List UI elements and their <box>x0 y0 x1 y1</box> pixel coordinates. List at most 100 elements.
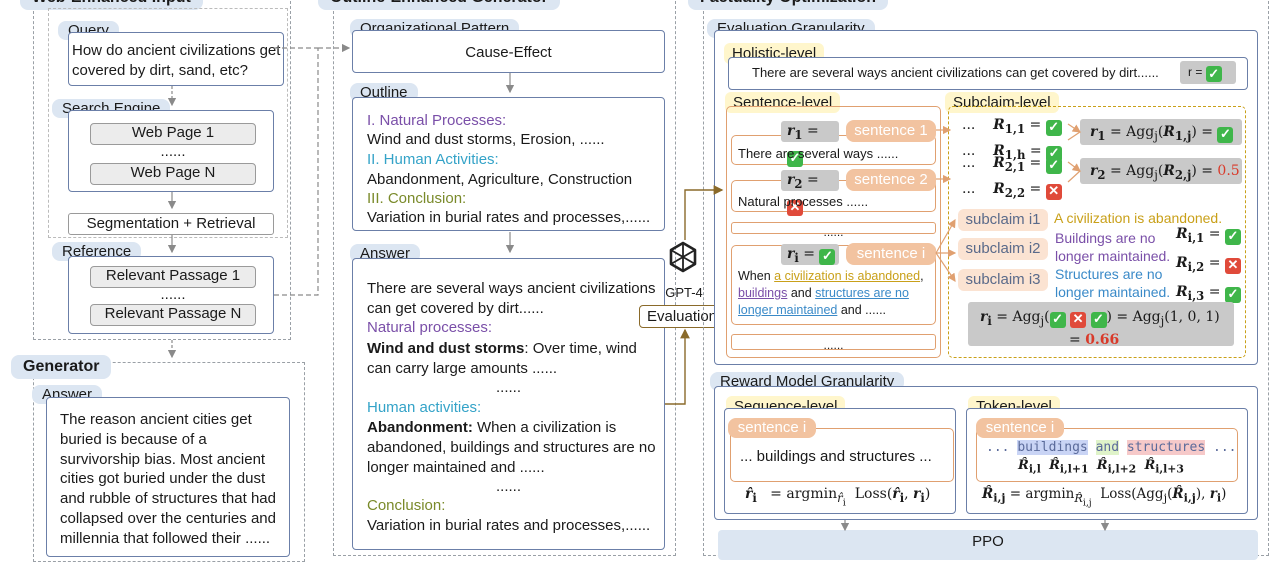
sentence-i-part-e: and <box>787 286 816 300</box>
outline-answer-conclusion-text: Variation in burial rates and processes,… <box>367 517 651 534</box>
sentence-1-text: There are several ways ...... <box>738 146 899 161</box>
outline-answer-ellipsis: ...... <box>495 379 521 396</box>
subclaim-i3: subclaim i3 <box>958 269 1048 291</box>
token-3: structures <box>1126 440 1206 455</box>
subclaim-i2: subclaim i2 <box>958 238 1048 260</box>
sentence-i-claim-1: a civilization is abandoned <box>774 269 921 283</box>
sentence-ellipsis-box-2 <box>731 334 936 350</box>
web-input-title: Web-Enhanced Input <box>20 0 203 10</box>
check-icon: ✓ <box>787 150 803 167</box>
cross-icon: ✕ <box>1045 183 1062 200</box>
token-1: buildings <box>1017 440 1088 455</box>
web-page-n: Web Page N <box>90 163 256 185</box>
outline-answer-human-bold: Abandonment: <box>367 419 473 436</box>
passages-ellipsis: ...... <box>160 286 186 303</box>
agg-r2: r2 = Aggj(R2,j) = 0.5 <box>1080 158 1242 184</box>
agg-r2-value: 0.5 <box>1217 163 1240 179</box>
sentence-i-part-c: , <box>920 269 924 283</box>
token-2: and <box>1095 440 1120 455</box>
sentence-level-box <box>726 106 941 358</box>
check-icon: ✓ <box>1046 145 1063 162</box>
subclaim-i1: subclaim i1 <box>958 209 1048 231</box>
relevant-passage-n: Relevant Passage N <box>90 304 256 326</box>
org-pattern-box <box>352 30 665 73</box>
subclaim-i-rewards: Ri,1 = ✓ Ri,2 = ✕ Ri,3 = ✓ <box>1176 222 1241 308</box>
subclaim-i1-text: A civilization is abandoned. <box>1054 210 1223 226</box>
org-pattern-value: Cause-Effect <box>465 44 552 61</box>
sentence-2-label: sentence 2 <box>846 169 936 191</box>
token-sentence-box <box>976 428 1238 482</box>
outline-answer-natural-bold: Wind and dust storms <box>367 340 525 357</box>
subclaim-row-2: ... R2,1 = ✓ ... R2,2 = ✕ <box>962 152 1072 204</box>
subclaim-i2-text: Buildings are no longer maintained. <box>1055 230 1171 264</box>
outline-answer-ellipsis-2: ...... <box>495 478 521 495</box>
cross-icon: ✕ <box>1224 257 1241 274</box>
agg-ri: ri = Aggj(✓ ✕ ✓) = Aggj(1, 0, 1) = 0.66 <box>968 302 1234 348</box>
sequence-text: ... buildings and structures ... <box>740 448 932 465</box>
query-text: How do ancient civilizations get covered… <box>72 42 281 79</box>
sentence-i-text: When a civilization is abandoned, buildi… <box>738 268 934 319</box>
check-icon: ✓ <box>1045 158 1062 174</box>
outline-item-1-text: Wind and dust storms, Erosion, ...... <box>367 131 605 148</box>
outline-answer-box <box>352 258 665 550</box>
relevant-passage-1: Relevant Passage 1 <box>90 266 256 288</box>
gpt4-label: GPT-4 <box>665 285 703 300</box>
sentence-i-part-g: and ...... <box>837 303 887 317</box>
outline-answer-human-text: Abandonment: When a civilization is aban… <box>367 418 657 478</box>
outline-answer-natural-text: Wind and dust storms: Over time, wind ca… <box>367 339 657 379</box>
agg-ri-mid: = Agg <box>1116 309 1161 325</box>
r1-badge: r1 = ✓ <box>781 121 839 167</box>
sentence-i-label: sentence i <box>846 243 936 265</box>
query-box <box>68 32 284 86</box>
sequence-formula: r̂i = argminr̂i Loss(r̂i, ri) <box>745 486 931 509</box>
web-input-panel <box>33 0 291 340</box>
holistic-box <box>728 57 1248 90</box>
factuality-title: Factuality Optimization <box>688 0 889 10</box>
check-icon: ✓ <box>1045 120 1062 136</box>
outline-item-2-heading: II. Human Activities: <box>367 151 499 168</box>
gpt4-logo-icon <box>669 241 697 273</box>
sequence-sentence-box <box>730 428 954 482</box>
web-pages-ellipsis: ...... <box>160 143 186 160</box>
sentence-i-claim-3: structures are no longer maintained <box>738 286 909 317</box>
subclaim-i3-text: Structures are no longer maintained. <box>1055 266 1171 300</box>
outline-item-1-heading: I. Natural Processes: <box>367 112 507 129</box>
segmentation-retrieval-box: Segmentation + Retrieval <box>68 213 274 235</box>
generator-answer-text: The reason ancient cities get buried is … <box>60 411 276 547</box>
check-icon: ✓ <box>819 249 836 265</box>
check-icon: ✓ <box>1049 312 1066 328</box>
sentence-2-text: Natural processes ...... <box>738 194 869 209</box>
agg-r1: r1 = Aggj(R1,j) = ✓ <box>1080 119 1242 145</box>
outline-item-3-heading: III. Conclusion: <box>367 190 467 207</box>
check-icon: ✓ <box>1224 229 1241 245</box>
outline-box <box>352 97 665 231</box>
token-text: ... buildings and structures ... <box>986 440 1237 455</box>
sentence-ellipsis: ...... <box>823 225 844 239</box>
sequence-sentence-label: sentence i <box>728 418 816 438</box>
outline-answer-human-rest: When a civilization is abandoned, buildi… <box>367 419 656 476</box>
sentence-i-claim-2: buildings <box>738 286 788 300</box>
outline-answer-intro: There are several ways ancient civilizat… <box>367 280 656 317</box>
outline-generator-title: Outline-Enhanced Generator <box>318 0 560 10</box>
outline-item-2-text: Abandonment, Agriculture, Construction <box>367 171 633 188</box>
connector-arrows <box>167 0 1110 532</box>
sentence-1-label: sentence 1 <box>846 120 936 142</box>
outline-answer-natural-rest: : Over time, wind can carry large amount… <box>367 340 637 377</box>
generator-title: Generator <box>11 355 112 379</box>
cross-icon: ✕ <box>787 199 803 216</box>
generator-answer-box <box>46 397 290 557</box>
outline-answer-natural-heading: Natural processes: <box>367 319 493 336</box>
agg-ri-value: 0.66 <box>1085 331 1120 348</box>
holistic-reward: r = ✓ <box>1180 61 1236 84</box>
outline-answer-human-heading: Human activities: <box>367 399 482 416</box>
r2-badge: r2 = ✕ <box>781 170 839 216</box>
cross-icon: ✕ <box>1070 312 1087 328</box>
subclaim-row-1: ... R1,1 = ✓ ... R1,h = ✓ <box>962 114 1072 166</box>
web-page-1: Web Page 1 <box>90 123 256 145</box>
check-icon: ✓ <box>1205 66 1222 82</box>
token-formula: R̂i,j = argminR̂i,j Loss(Aggj(R̂i,j), ri… <box>982 486 1227 508</box>
check-icon: ✓ <box>1090 312 1107 328</box>
outline-answer-conclusion-heading: Conclusion: <box>367 497 446 514</box>
ri-badge: ri = ✓ <box>781 244 839 265</box>
check-icon: ✓ <box>1217 127 1234 143</box>
